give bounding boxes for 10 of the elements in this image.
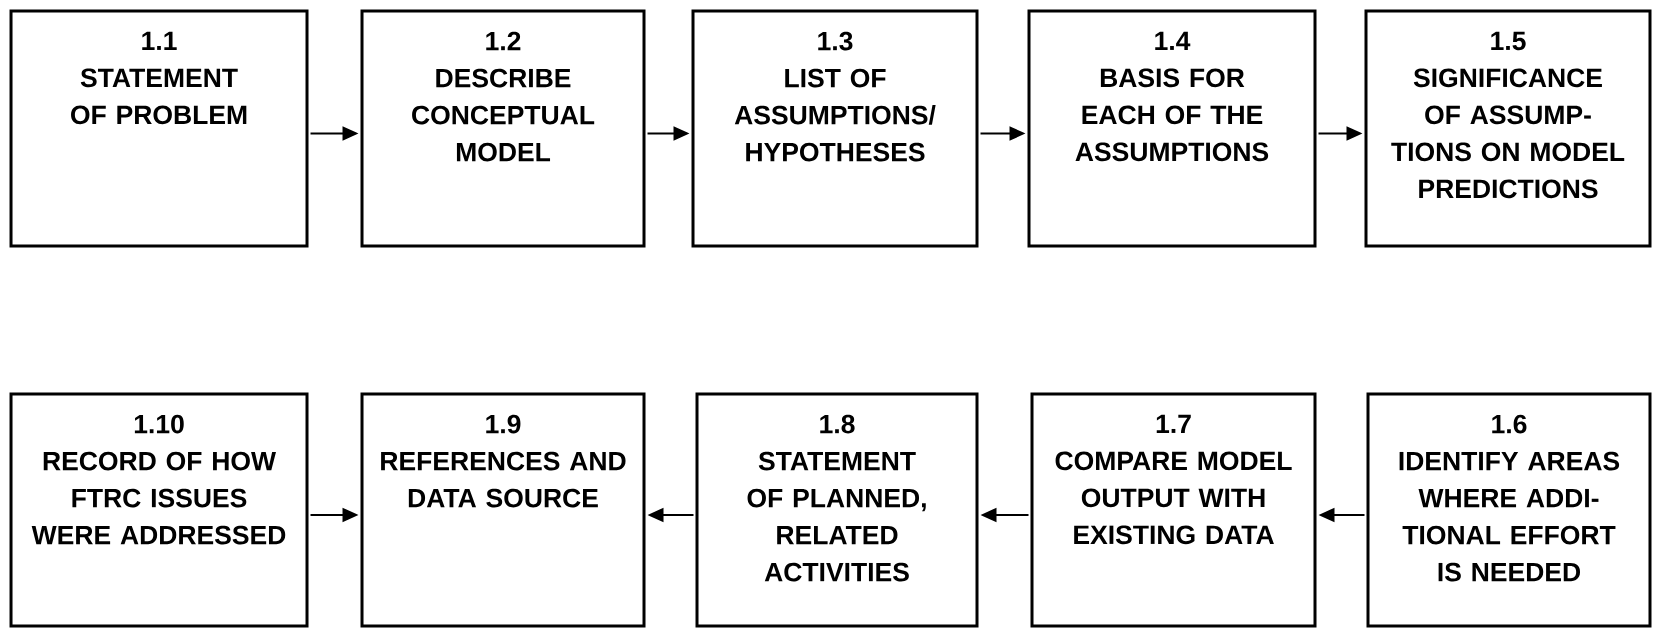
process-box: 1.10 RECORD OF HOW FTRC ISSUES WERE ADDRESSED bbox=[9, 392, 309, 628]
process-box: 1.9 REFERENCES AND DATA SOURCE bbox=[360, 392, 646, 628]
process-box: 1.2 DESCRIBE CONCEPTUAL MODEL bbox=[360, 9, 646, 248]
process-box: 1.3 LIST OF ASSUMPTIONS/ HYPOTHESES bbox=[691, 9, 979, 248]
process-box: 1.8 STATEMENT OF PLANNED, RELATED ACTIVITIES bbox=[695, 392, 979, 628]
process-box: 1.4 BASIS FOR EACH OF THE ASSUMPTIONS bbox=[1027, 9, 1317, 248]
process-box: 1.5 SIGNIFICANCE OF ASSUMP- TIONS ON MODEL PREDICTIONS bbox=[1364, 9, 1652, 248]
process-box: 1.1 STATEMENT OF PROBLEM bbox=[9, 9, 309, 248]
process-box: 1.7 COMPARE MODEL OUTPUT WITH EXISTING DATA bbox=[1030, 392, 1317, 628]
process-box: 1.6 IDENTIFY AREAS WHERE ADDI- TIONAL EFFORT IS NEEDED bbox=[1366, 392, 1652, 628]
